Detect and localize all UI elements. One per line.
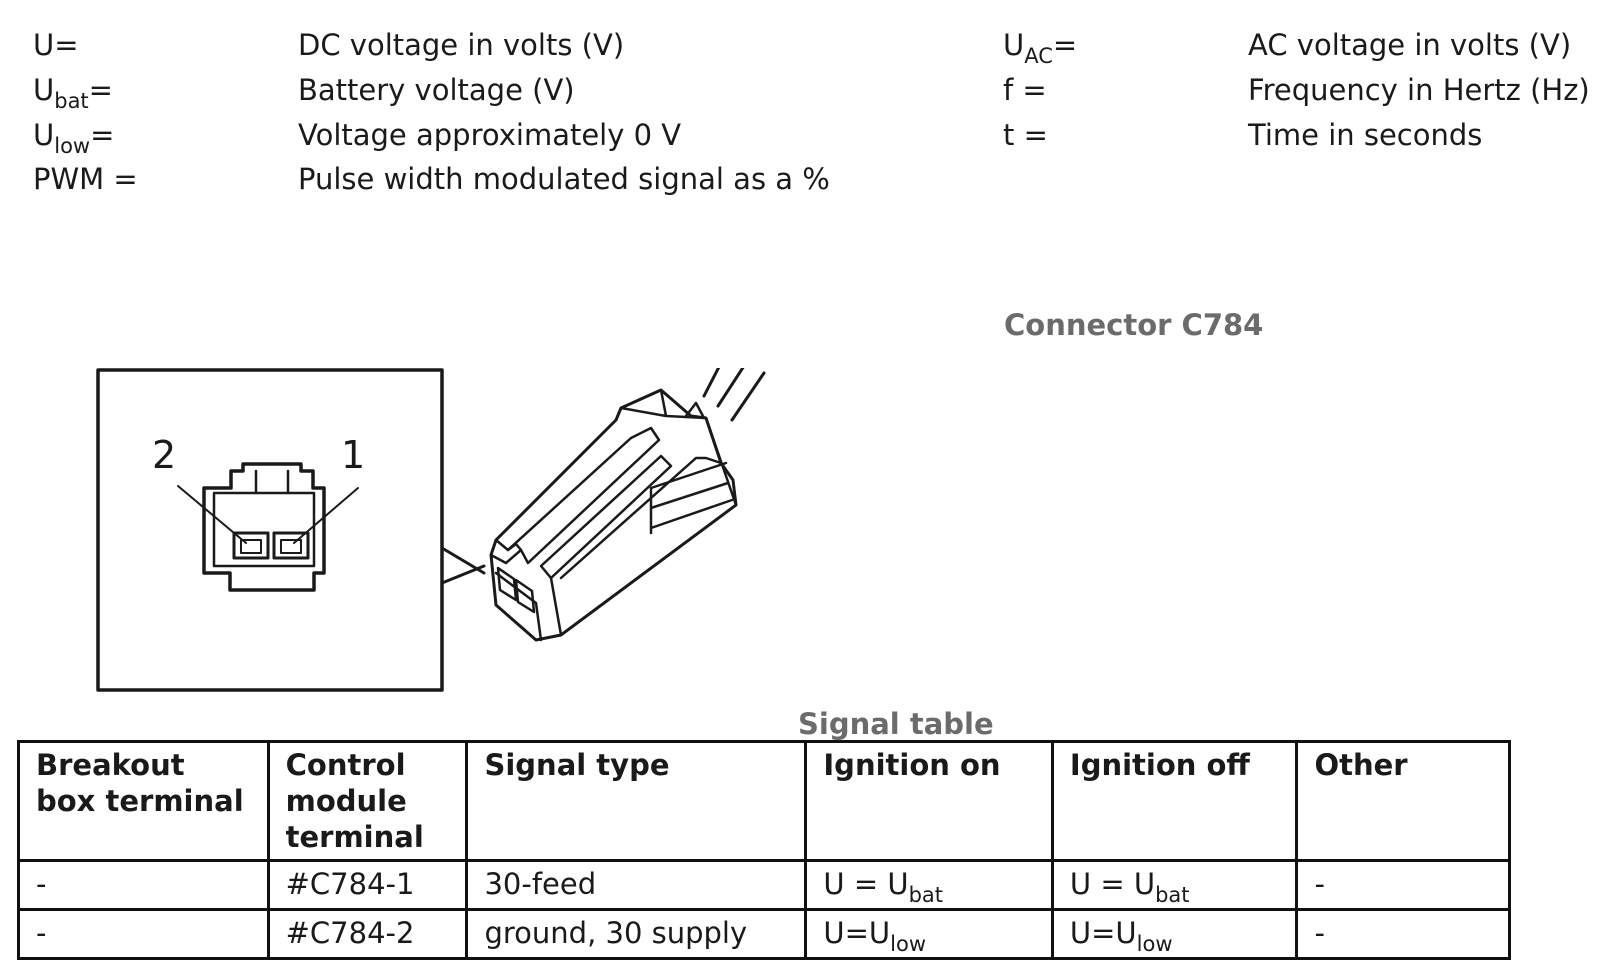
- legend-symbol: U=: [33, 28, 79, 62]
- connector-face-view: [177, 462, 359, 592]
- cell-other: -: [1295, 859, 1511, 911]
- legend-description: AC voltage in volts (V): [1248, 28, 1572, 62]
- legend-description: Voltage approximately 0 V: [298, 118, 682, 152]
- table-row: - #C784-2 ground, 30 supply U=Ulow U=Ulo…: [17, 908, 1511, 960]
- legend-description: DC voltage in volts (V): [298, 28, 625, 62]
- legend-symbol: Ulow=: [33, 118, 115, 158]
- pin-label-2: 2: [152, 433, 176, 477]
- header-control-module-terminal: Control module terminal: [266, 740, 469, 862]
- cell-breakout: -: [17, 908, 270, 960]
- table-row: - #C784-1 30-feed U = Ubat U = Ubat -: [17, 859, 1511, 911]
- header-signal-type: Signal type: [465, 740, 808, 862]
- pin-label-1: 1: [341, 433, 365, 477]
- cell-ignition-on: U=Ulow: [804, 908, 1054, 960]
- connector-title: Connector C784: [1004, 308, 1264, 342]
- signal-table: Breakout box terminal Control module ter…: [17, 740, 1511, 960]
- connector-housing: [489, 368, 766, 642]
- legend-symbol: PWM =: [33, 162, 138, 196]
- cell-terminal: #C784-1: [266, 859, 469, 911]
- legend-left: U= DC voltage in volts (V) Ubat= Battery…: [33, 28, 933, 228]
- legend-symbol: UAC=: [1003, 28, 1078, 68]
- legend-right: UAC= AC voltage in volts (V) f = Frequen…: [1003, 28, 1613, 188]
- cell-breakout: -: [17, 859, 270, 911]
- legend-description: Pulse width modulated signal as a %: [298, 162, 830, 196]
- leader-line: [440, 564, 486, 585]
- cell-ignition-off: U = Ubat: [1050, 859, 1299, 911]
- inset-frame: [96, 368, 444, 692]
- header-ignition-off: Ignition off: [1050, 740, 1299, 862]
- header-breakout-box-terminal: Breakout box terminal: [17, 740, 270, 862]
- connector-diagram: 2 1: [96, 368, 766, 692]
- signal-table-title: Signal table: [798, 707, 994, 741]
- header-ignition-on: Ignition on: [804, 740, 1054, 862]
- legend-symbol: f =: [1003, 73, 1047, 107]
- cell-signal-type: ground, 30 supply: [465, 908, 808, 960]
- legend-symbol: t =: [1003, 118, 1048, 152]
- cell-signal-type: 30-feed: [465, 859, 808, 911]
- header-other: Other: [1295, 740, 1511, 862]
- cell-ignition-off: U=Ulow: [1050, 908, 1299, 960]
- cell-ignition-on: U = Ubat: [804, 859, 1054, 911]
- legend-description: Time in seconds: [1248, 118, 1483, 152]
- cell-other: -: [1295, 908, 1511, 960]
- pin-2-leader: [177, 485, 247, 544]
- pin-1-leader: [293, 487, 359, 544]
- legend-description: Battery voltage (V): [298, 73, 575, 107]
- cell-terminal: #C784-2: [266, 908, 469, 960]
- table-header-row: Breakout box terminal Control module ter…: [17, 740, 1511, 862]
- legend-symbol: Ubat=: [33, 73, 113, 113]
- legend-description: Frequency in Hertz (Hz): [1248, 73, 1590, 107]
